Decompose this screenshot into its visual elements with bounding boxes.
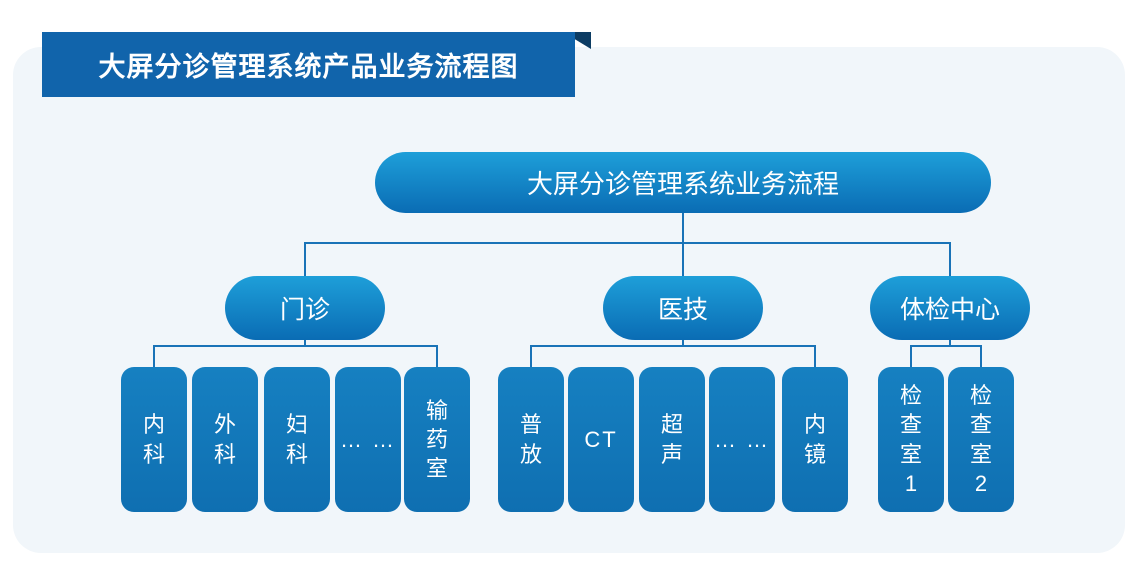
branch-label: 体检中心 — [899, 296, 1000, 324]
connector-group-yiji — [530, 340, 816, 368]
root-node: 大屏分诊管理系统业务流程 — [375, 152, 991, 213]
leaf-label: CT — [584, 426, 618, 452]
leaf-fuke: 妇科 — [264, 367, 330, 512]
leaf-waike: 外科 — [192, 367, 258, 512]
leaf-pufang: 普放 — [498, 367, 564, 512]
branch-node-menzhen: 门诊 — [225, 276, 385, 340]
leaf-label: 输药室 — [425, 397, 448, 482]
leaf-ct: CT — [568, 367, 634, 512]
leaf-neijing: 内镜 — [782, 367, 848, 512]
leaf-label: 外科 — [213, 412, 236, 467]
leaf-jianchashi-2: 检查室2 — [948, 367, 1014, 512]
connector-group-menzhen — [153, 340, 438, 368]
leaf-label: 内镜 — [803, 412, 826, 467]
leaf-label: 普放 — [519, 412, 542, 467]
branch-label: 门诊 — [279, 296, 330, 324]
leaf-jianchashi-1: 检查室1 — [878, 367, 944, 512]
page-title: 大屏分诊管理系统产品业务流程图 — [98, 52, 519, 82]
branch-node-yiji: 医技 — [603, 276, 763, 340]
leaf-shuyaoshi: 输药室 — [404, 367, 470, 512]
leaf-label: 检查室1 — [899, 383, 922, 496]
connector-root-to-level1 — [304, 213, 951, 276]
leaf-chaosheng: 超声 — [639, 367, 705, 512]
leaf-label: 超声 — [660, 412, 683, 467]
leaf-label: 妇科 — [285, 412, 308, 467]
root-node-label: 大屏分诊管理系统业务流程 — [526, 169, 839, 199]
leaf-ellipsis-menzhen: … … — [335, 367, 401, 512]
page-title-ribbon: 大屏分诊管理系统产品业务流程图 — [42, 32, 575, 97]
branch-label: 医技 — [657, 296, 708, 324]
leaf-label: 内科 — [142, 412, 165, 467]
leaf-ellipsis-yiji: … … — [709, 367, 775, 512]
leaf-label: … … — [339, 426, 397, 452]
leaf-label: … … — [713, 426, 771, 452]
branch-node-tijian: 体检中心 — [870, 276, 1030, 340]
connector-group-tijian — [910, 340, 982, 368]
leaf-neike: 内科 — [121, 367, 187, 512]
leaf-label: 检查室2 — [969, 383, 992, 496]
